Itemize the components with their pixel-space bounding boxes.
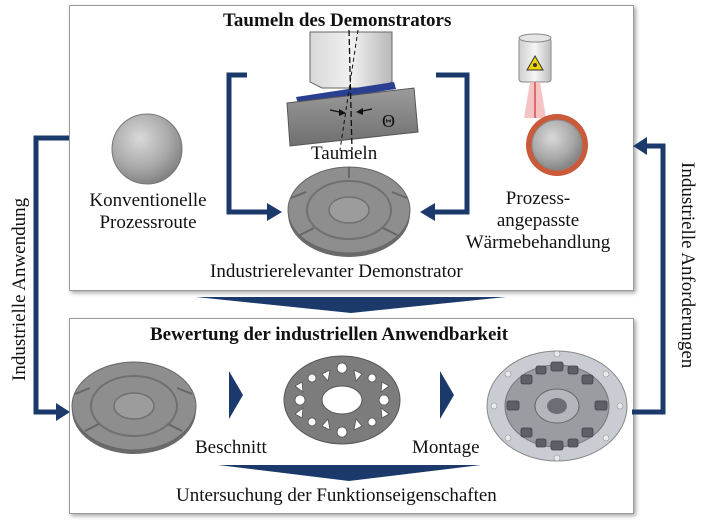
step-arrow-2 [440, 371, 454, 419]
step-arrow-1 [229, 371, 243, 419]
heat-treatment-label: Prozess- angepasste Wärmebehandlung [458, 188, 618, 254]
assembly-label: Montage [412, 437, 480, 458]
trimming-label: Beschnitt [195, 437, 267, 458]
conventional-blank-disc [111, 113, 183, 185]
tumbling-tool-illustration [286, 29, 419, 151]
left-flow-arrow [33, 135, 70, 421]
heat-treatment-label-line3: Wärmebehandlung [465, 232, 611, 253]
heat-treatment-label-line1: Prozess- [505, 188, 571, 209]
tumbling-title: Taumeln des Demonstrators [223, 10, 452, 31]
conventional-route-label: Konventionelle Prozessroute [84, 190, 212, 234]
industrial-application-label: Industrielle Anwendung [9, 197, 30, 381]
trimmed-disc [283, 355, 401, 445]
conventional-route-label-line1: Konventionelle [89, 190, 207, 211]
laser-head-icon [518, 33, 552, 118]
tumbling-label: Taumeln [311, 143, 378, 164]
right-bracket-arrow [420, 72, 470, 221]
industrial-requirements-label: Industrielle Anforderungen [677, 162, 698, 369]
assembled-clutch-disc [486, 350, 628, 462]
conventional-route-label-line2: Prozessroute [99, 212, 197, 233]
evaluation-chevron [218, 465, 481, 481]
demonstrator-label: Industrierelevanter Demonstrator [210, 261, 463, 282]
heat-treatment-label-line2: angepasste [496, 210, 580, 231]
heat-treated-disc [526, 114, 588, 176]
evaluation-title: Bewertung der industriellen Anwendbarkei… [150, 324, 509, 345]
right-flow-arrow [632, 137, 666, 415]
blank-disc [71, 361, 197, 454]
demonstrator-disc [287, 166, 411, 257]
function-test-label: Untersuchung der Funktionseigenschaften [176, 485, 497, 506]
theta-symbol: Θ [382, 111, 395, 131]
panel-transition-chevron [196, 297, 506, 313]
left-bracket-arrow [226, 72, 282, 221]
